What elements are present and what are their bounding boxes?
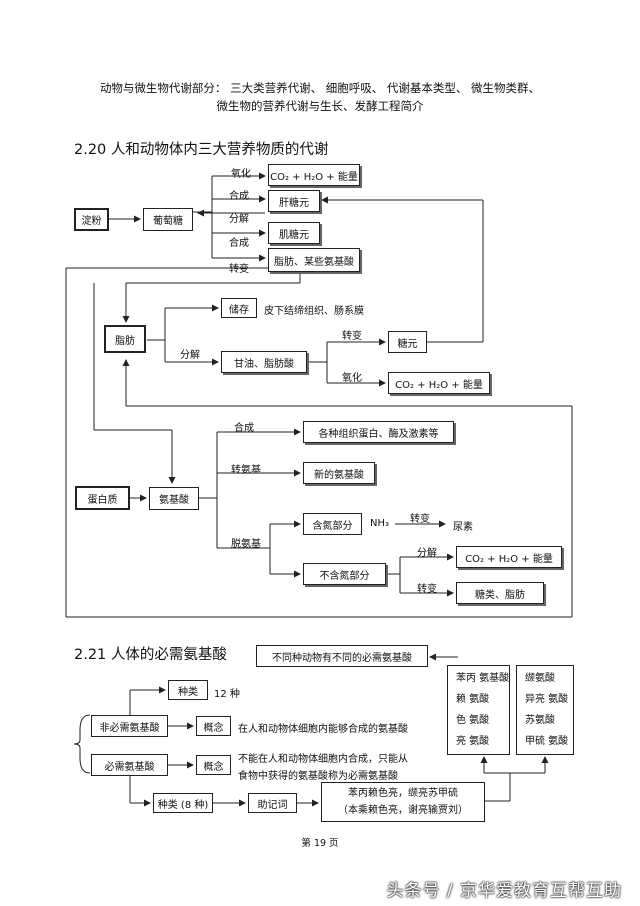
- header-line-2: 微生物的营养代谢与生长、发酵工程简介: [216, 99, 424, 113]
- label-decompose-2: 分解: [180, 350, 200, 361]
- label-decompose-3: 分解: [417, 548, 437, 559]
- co2-box-2: CO₂ + H₂O + 能量: [388, 372, 490, 394]
- watermark: 头条号 / 京华爱教育互帮互助: [386, 881, 622, 901]
- different-animals-box: 不同种动物有不同的必需氨基酸: [256, 645, 428, 667]
- label-oxidize-1: 氧化: [231, 169, 251, 180]
- glucose-box: 葡萄糖: [143, 208, 193, 231]
- essential-aa-list-col-1: 苯丙 氨基酸 赖 氨酸 色 氨酸 亮 氨酸: [447, 665, 510, 755]
- concept-2-text-line-1: 不能在人和动物体细胞内合成，只能从: [238, 754, 408, 765]
- label-synthesis-2: 合成: [229, 238, 249, 249]
- glycogen-box: 糖元: [388, 331, 427, 353]
- label-convert-3: 转变: [410, 514, 430, 525]
- label-deamination: 脱氨基: [231, 539, 261, 550]
- store-box: 储存: [221, 298, 257, 318]
- aa-item: 赖 氨酸: [456, 694, 490, 705]
- aa-item: 亮 氨酸: [456, 736, 490, 747]
- glycerol-fatty-acid-box: 甘油、脂肪酸: [221, 351, 307, 373]
- label-decompose-1: 分解: [229, 214, 249, 225]
- muscle-glycogen-box: 肌糖元: [268, 222, 320, 244]
- co2-box-1: CO₂ + H₂O + 能量: [268, 164, 360, 186]
- label-convert-1: 转变: [229, 264, 249, 275]
- concept-box-1: 概念: [196, 716, 231, 736]
- aa-item: 缬氨酸: [525, 673, 555, 684]
- section-221-title: 2.21 人体的必需氨基酸: [74, 647, 227, 663]
- label-oxidize-2: 氧化: [342, 373, 362, 384]
- label-transamination: 转氨基: [231, 465, 261, 476]
- urea-label: 尿素: [453, 522, 473, 533]
- proteins-output-box: 各种组织蛋白、酶及激素等: [303, 421, 454, 443]
- mnemonic-line-1: 苯丙赖色亮，缬亮苏甲硫: [348, 788, 458, 799]
- header-line-1: 动物与微生物代谢部分： 三大类营养代谢、 细胞呼吸、 代谢基本类型、 微生物类群…: [99, 81, 541, 95]
- store-description: 皮下结缔组织、肠系膜: [264, 306, 364, 317]
- protein-box: 蛋白质: [75, 486, 130, 510]
- fat-amino-acid-box: 脂肪、某些氨基酸: [268, 248, 360, 272]
- label-convert-2: 转变: [342, 331, 362, 342]
- mnemonic-box: 助记词: [248, 793, 297, 813]
- label-convert-4: 转变: [417, 584, 437, 595]
- concept-2-text-line-2: 食物中获得的氨基酸称为必需氨基酸: [238, 771, 398, 782]
- sugar-fat-box: 糖类、脂肪: [456, 582, 544, 604]
- aa-item: 苯丙 氨基酸: [456, 673, 510, 684]
- starch-box: 淀粉: [74, 208, 109, 231]
- non-nitrogen-part-box: 不含氮部分: [303, 563, 386, 585]
- kinds-8-box: 种类 (8 种): [153, 793, 213, 813]
- mnemonic-text-box: 苯丙赖色亮，缬亮苏甲硫 （本乘赖色亮，谢亮输贾刘）: [321, 782, 485, 822]
- kinds-count: 12 种: [214, 689, 240, 700]
- nitrogen-part-box: 含氮部分: [303, 513, 362, 535]
- concept-box-2: 概念: [196, 755, 231, 775]
- aa-item: 色 氨酸: [456, 715, 490, 726]
- new-amino-acid-box: 新的氨基酸: [303, 462, 375, 484]
- essential-aa-list-col-2: 缬氨酸 异亮 氨酸 苏氨酸 甲硫 氨酸: [516, 665, 574, 755]
- aa-item: 异亮 氨酸: [525, 694, 569, 705]
- mnemonic-line-2: （本乘赖色亮，谢亮输贾刘）: [338, 805, 468, 816]
- concept-1-text: 在人和动物体细胞内能够合成的氨基酸: [238, 724, 408, 735]
- kinds-box: 种类: [168, 680, 208, 700]
- label-synthesis-1: 合成: [229, 191, 249, 202]
- co2-box-3: CO₂ + H₂O + 能量: [456, 546, 562, 568]
- fat-box: 脂肪: [104, 325, 146, 353]
- nh3-label: NH₃: [370, 518, 390, 529]
- aa-item: 甲硫 氨酸: [525, 736, 569, 747]
- section-220-title: 2.20 人和动物体内三大营养物质的代谢: [74, 142, 329, 158]
- nonessential-aa-box: 非必需氨基酸: [91, 715, 168, 737]
- page-number: 第 19 页: [301, 838, 339, 849]
- label-synthesis-3: 合成: [234, 423, 254, 434]
- amino-acid-box: 氨基酸: [149, 487, 199, 510]
- liver-glycogen-box: 肝糖元: [268, 190, 320, 212]
- aa-item: 苏氨酸: [525, 715, 555, 726]
- essential-aa-box: 必需氨基酸: [91, 754, 168, 776]
